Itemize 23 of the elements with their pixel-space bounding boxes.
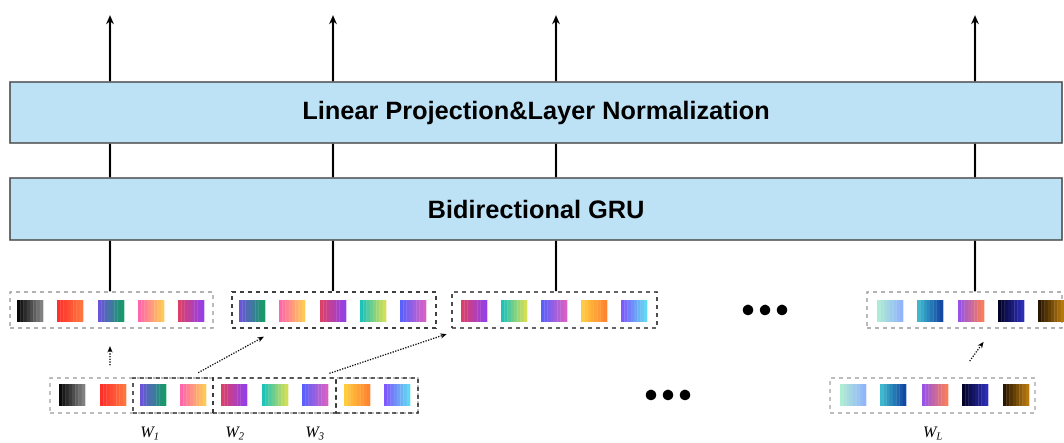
- token-window-box: [49, 377, 419, 414]
- connector-line: [973, 240, 977, 292]
- connector-line: [331, 240, 335, 291]
- node-label: W$_{1}$: [141, 426, 158, 440]
- token-window-box: [231, 291, 437, 329]
- sliding-window-box: W$_{3}$: [306, 377, 419, 440]
- node-label: W$_{L}$: [924, 426, 942, 440]
- connector-line: [108, 240, 112, 292]
- layer-box: Bidirectional GRU: [9, 177, 1063, 241]
- node-label: W$_{2}$: [226, 426, 244, 440]
- connector-line: [108, 143, 112, 178]
- sliding-window-box: W$_{L}$: [829, 377, 1036, 440]
- token-window-box: [9, 291, 214, 329]
- connector-line: [973, 143, 977, 178]
- token-window-box: [451, 291, 658, 329]
- connector-line: [331, 143, 335, 178]
- sliding-window-box: W$_{1}$: [132, 377, 214, 440]
- node-label: W$_{3}$: [306, 426, 324, 440]
- connector-line: [554, 143, 558, 178]
- layer-box: Linear Projection&Layer Normalization: [9, 81, 1063, 144]
- arrow: [197, 336, 264, 374]
- connector-line: [554, 240, 558, 292]
- token-window-box: [866, 291, 1063, 329]
